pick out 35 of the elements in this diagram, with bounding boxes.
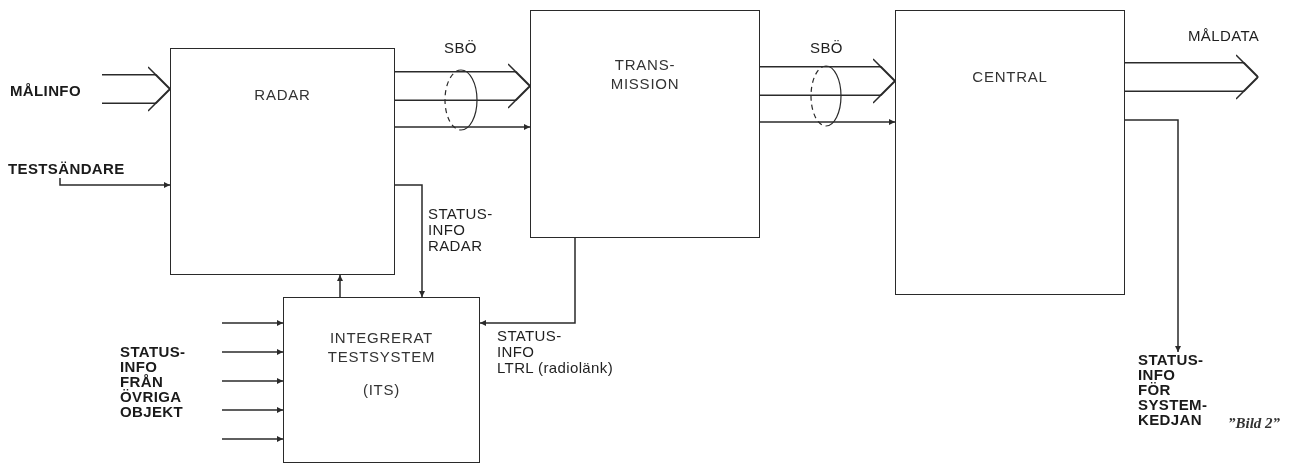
arrow	[221, 349, 284, 355]
wide-arrow	[1125, 54, 1259, 100]
arrow	[394, 124, 531, 130]
arrow	[221, 407, 284, 413]
signal-label: STATUS- INFO FRÅN ÖVRIGA OBJEKT	[120, 344, 186, 419]
edge-label: SBÖ	[444, 40, 477, 56]
arrow	[221, 378, 284, 384]
arrow	[337, 274, 343, 298]
process-box	[895, 10, 1125, 295]
signal-label: TESTSÄNDARE	[8, 160, 125, 176]
arrow	[1124, 119, 1181, 353]
box-label: CENTRAL	[972, 67, 1048, 86]
wide-arrow	[395, 63, 531, 109]
edge-label: STATUS- INFO RADAR	[428, 206, 493, 254]
process-box	[283, 297, 480, 463]
edge-label: MÅLDATA	[1188, 28, 1260, 44]
wide-arrow	[760, 58, 896, 104]
process-box	[170, 48, 395, 275]
box-label: INTEGRERAT TESTSYSTEM	[327, 328, 436, 366]
box-label: TRANS- MISSION	[610, 55, 680, 93]
caption: ”Bild 2”	[1228, 414, 1281, 433]
signal-label: STATUS- INFO FÖR SYSTEM- KEDJAN	[1138, 352, 1208, 427]
edge-label: SBÖ	[810, 40, 843, 56]
arrow	[479, 237, 576, 326]
arrow	[59, 177, 171, 188]
process-box	[530, 10, 760, 238]
arrow	[221, 436, 284, 442]
arrow	[221, 320, 284, 326]
arrow	[759, 119, 896, 125]
edge-label: STATUS- INFO LTRL (radiolänk)	[497, 328, 614, 376]
box-label: RADAR	[254, 85, 311, 104]
arrow	[394, 184, 425, 298]
signal-label: MÅLINFO	[10, 82, 81, 98]
wide-arrow	[102, 66, 171, 112]
box-label: (ITS)	[362, 380, 401, 399]
